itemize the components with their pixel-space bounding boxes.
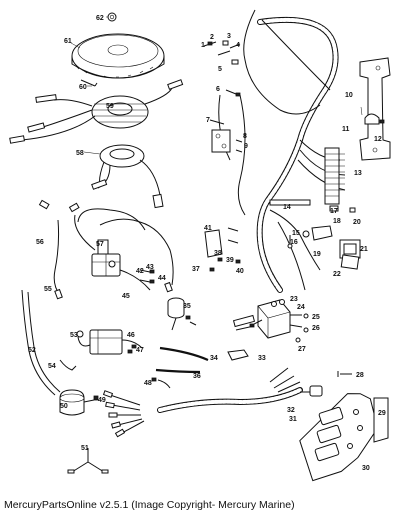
callout-57: 57 bbox=[96, 241, 104, 248]
callout-31: 31 bbox=[289, 416, 297, 423]
callout-35: 35 bbox=[183, 303, 191, 310]
callout-38: 38 bbox=[214, 250, 222, 257]
callout-51: 51 bbox=[81, 445, 89, 452]
cable-bundle bbox=[102, 367, 303, 438]
callout-1: 1 bbox=[201, 42, 205, 49]
callout-10: 10 bbox=[345, 92, 353, 99]
callout-42: 42 bbox=[136, 268, 144, 275]
callout-39: 39 bbox=[226, 257, 234, 264]
callout-18: 18 bbox=[333, 218, 341, 225]
callout-34: 34 bbox=[210, 355, 218, 362]
callout-23: 23 bbox=[290, 296, 298, 303]
callout-25: 25 bbox=[312, 314, 320, 321]
flywheel-nut bbox=[107, 12, 117, 22]
hardware-group-14-22 bbox=[269, 199, 361, 270]
wiring-parts-diagram: 62 61 60 59 58 57 56 55 54 53 52 51 50 4… bbox=[9, 9, 391, 482]
plate-41 bbox=[204, 227, 241, 272]
part-50 bbox=[59, 389, 99, 416]
callout-61: 61 bbox=[64, 38, 72, 45]
callout-15: 15 bbox=[292, 230, 300, 237]
hardware-group-42-44 bbox=[139, 269, 155, 284]
callout-54: 54 bbox=[48, 363, 56, 370]
switch-box-harness bbox=[38, 199, 174, 300]
callout-44: 44 bbox=[158, 275, 166, 282]
callout-5: 5 bbox=[218, 66, 222, 73]
callout-3: 3 bbox=[227, 33, 231, 40]
callout-53: 53 bbox=[70, 332, 78, 339]
callout-labels: 62 61 60 59 58 57 56 55 54 53 52 51 50 4… bbox=[28, 15, 386, 472]
stator bbox=[9, 79, 184, 144]
hardware-group-1-8 bbox=[203, 40, 243, 153]
stator-bolt bbox=[80, 79, 98, 87]
jumper-51 bbox=[67, 448, 109, 474]
callout-47: 47 bbox=[136, 347, 144, 354]
callout-22: 22 bbox=[333, 271, 341, 278]
callout-13: 13 bbox=[354, 170, 362, 177]
callout-48: 48 bbox=[144, 380, 152, 387]
trigger bbox=[91, 144, 164, 209]
mounting-bracket bbox=[359, 57, 391, 161]
callout-56: 56 bbox=[36, 239, 44, 246]
hardware-group-45-48 bbox=[127, 349, 171, 389]
callout-55: 55 bbox=[44, 286, 52, 293]
copyright-caption: MercuryPartsOnline v2.5.1 (Image Copyrig… bbox=[4, 499, 295, 511]
callout-58: 58 bbox=[76, 150, 84, 157]
callout-60: 60 bbox=[79, 84, 87, 91]
callout-37: 37 bbox=[192, 266, 200, 273]
callout-11: 11 bbox=[342, 126, 350, 133]
callout-52: 52 bbox=[28, 347, 36, 354]
callout-9: 9 bbox=[244, 143, 248, 150]
clip-33 bbox=[227, 349, 249, 361]
callout-32: 32 bbox=[287, 407, 295, 414]
callout-33: 33 bbox=[258, 355, 266, 362]
leader-lines bbox=[70, 16, 363, 155]
terminal-block bbox=[324, 147, 345, 205]
callout-24: 24 bbox=[297, 304, 305, 311]
harness-52-46 bbox=[21, 289, 143, 396]
callout-50: 50 bbox=[60, 403, 68, 410]
callout-4: 4 bbox=[236, 42, 240, 49]
callout-14: 14 bbox=[283, 204, 291, 211]
callout-7: 7 bbox=[206, 117, 210, 124]
callout-28: 28 bbox=[356, 372, 364, 379]
callout-17: 17 bbox=[330, 208, 338, 215]
ignition-coil bbox=[167, 297, 197, 331]
callout-45: 45 bbox=[122, 293, 130, 300]
leads-34-35 bbox=[155, 314, 256, 374]
callout-6: 6 bbox=[216, 86, 220, 93]
callout-40: 40 bbox=[236, 268, 244, 275]
flywheel bbox=[71, 33, 165, 79]
callout-59: 59 bbox=[106, 103, 114, 110]
callout-16: 16 bbox=[290, 239, 298, 246]
callout-29: 29 bbox=[378, 410, 386, 417]
callout-8: 8 bbox=[243, 133, 247, 140]
bracket-29-30 bbox=[299, 385, 389, 482]
callout-12: 12 bbox=[374, 136, 382, 143]
callout-36: 36 bbox=[193, 373, 201, 380]
callout-43: 43 bbox=[146, 264, 154, 271]
callout-62: 62 bbox=[96, 15, 104, 22]
main-harness bbox=[256, 16, 339, 293]
callout-2: 2 bbox=[210, 34, 214, 41]
callout-41: 41 bbox=[204, 225, 212, 232]
starter-solenoid bbox=[249, 299, 309, 343]
callout-27: 27 bbox=[298, 346, 306, 353]
callout-30: 30 bbox=[362, 465, 370, 472]
callout-20: 20 bbox=[353, 219, 361, 226]
callout-49: 49 bbox=[98, 397, 106, 404]
bolt-28 bbox=[337, 371, 352, 377]
callout-26: 26 bbox=[312, 325, 320, 332]
callout-46: 46 bbox=[127, 332, 135, 339]
callout-19: 19 bbox=[313, 251, 321, 258]
callout-21: 21 bbox=[360, 246, 368, 253]
